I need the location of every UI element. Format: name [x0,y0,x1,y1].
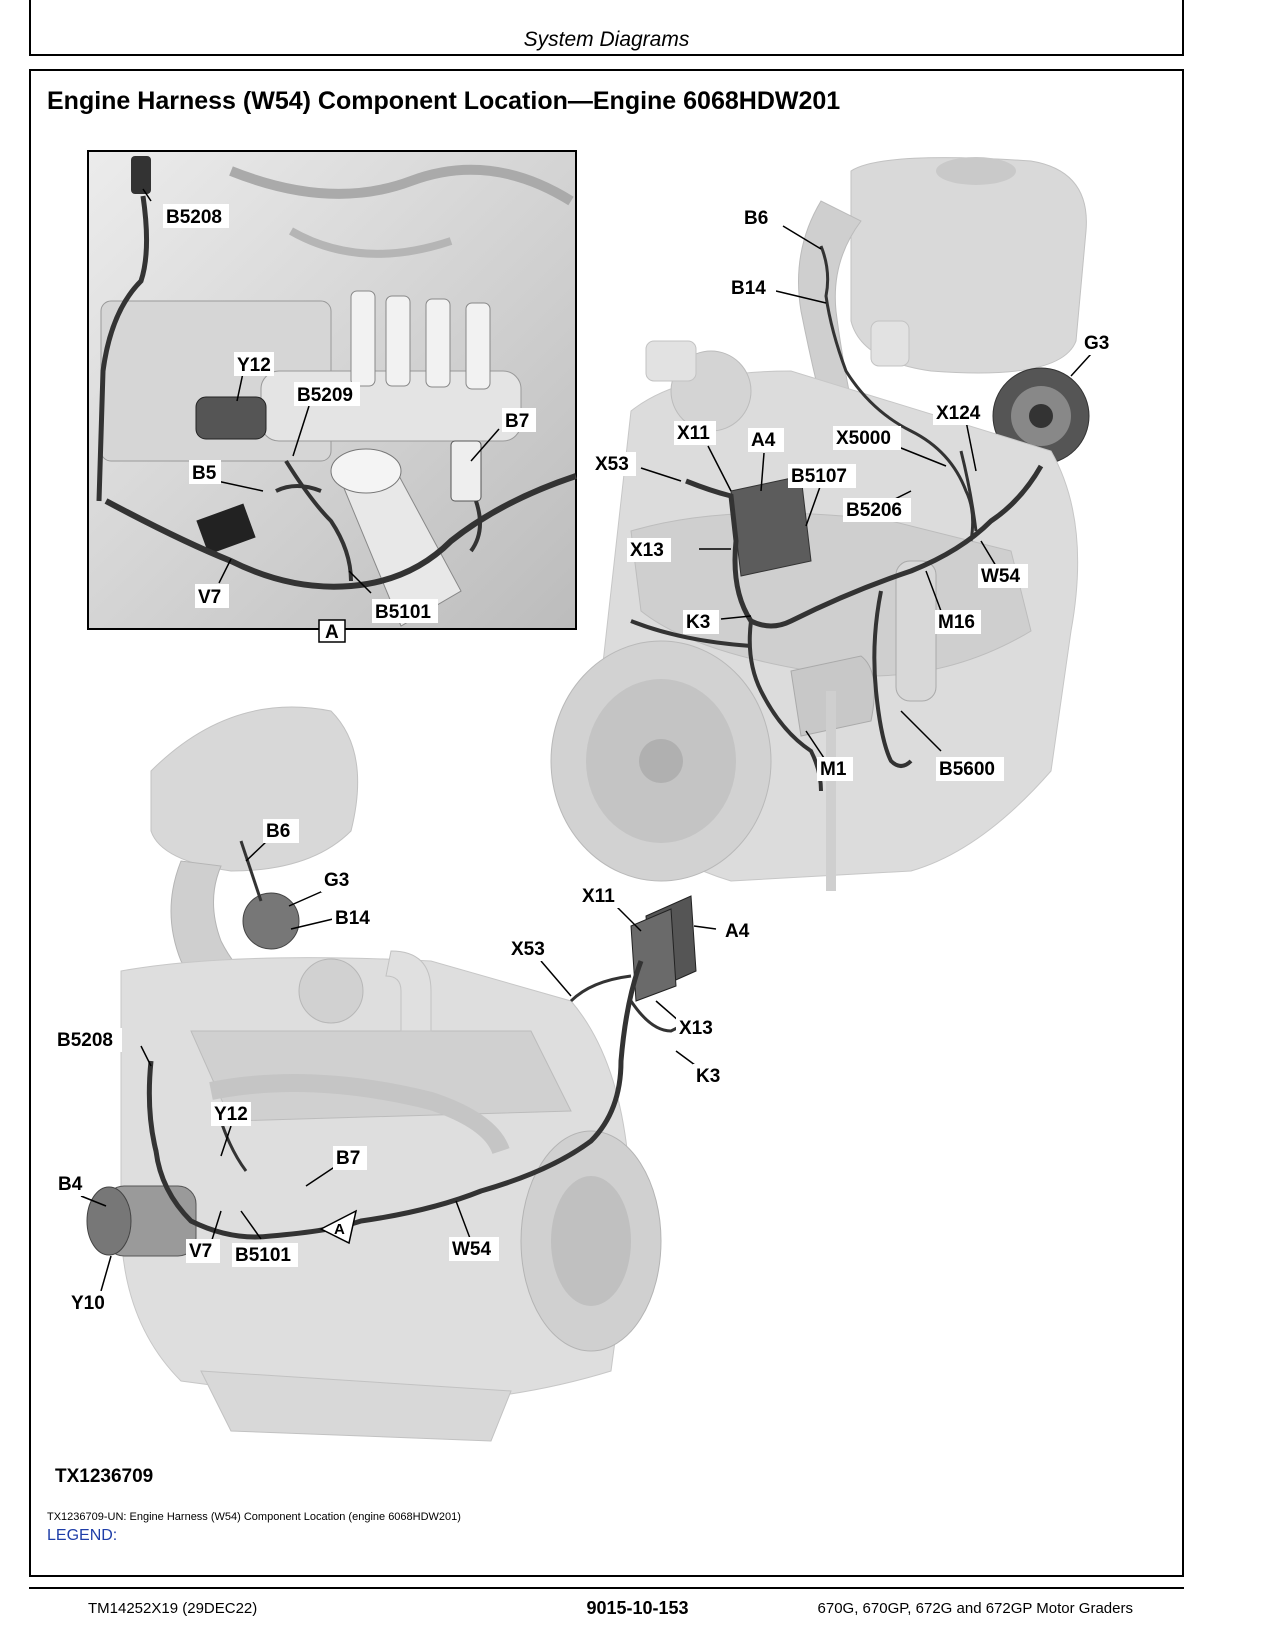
component-location-figure: B5208 Y12 B5209 B7 B5 V7 B5101 A [54,150,1117,1442]
callout-k3: K3 [686,612,710,633]
footer-model-list: 670G, 670GP, 672G and 672GP Motor Grader… [817,1600,1133,1617]
callout-b4: B4 [58,1174,83,1195]
callout-b7: B7 [505,411,529,432]
figure-caption: TX1236709-UN: Engine Harness (W54) Compo… [47,1511,461,1523]
callout-g3: G3 [1084,333,1109,354]
footer-doc-id: TM14252X19 (29DEC22) [88,1600,258,1617]
callout-a4-left: A4 [725,921,750,942]
callout-x53-left: X53 [511,939,545,960]
callout-b5208-left: B5208 [57,1030,113,1051]
callout-b5101-left: B5101 [235,1245,291,1266]
legend-label: LEGEND: [47,1527,118,1544]
detail-view-label: A [325,622,339,643]
callout-y10: Y10 [71,1293,105,1314]
callout-m16: M16 [938,612,975,633]
callout-b5206: B5206 [846,500,902,521]
callout-b6-left: B6 [266,821,290,842]
callout-y12-left: Y12 [214,1104,248,1125]
content-frame: Engine Harness (W54) Component Location—… [29,69,1184,1577]
callout-x13-left: X13 [679,1018,713,1039]
callout-x53: X53 [595,454,629,475]
callout-b6: B6 [744,208,768,229]
footer-rule [29,1587,1184,1589]
callout-b5101: B5101 [375,602,431,623]
callout-w54-left: W54 [452,1239,492,1260]
right-engine-view: B6 B14 G3 X124 X11 A4 X5000 X53 B5107 B5… [550,157,1117,891]
callout-v7: V7 [198,587,221,608]
callout-k3-left: K3 [696,1066,720,1087]
page-title: Engine Harness (W54) Component Location—… [47,87,841,115]
left-engine-view: B6 G3 B14 X11 A4 X53 X13 K3 B5208 Y12 B7… [54,706,758,1442]
callout-m1: M1 [820,759,847,780]
callout-b5208: B5208 [166,207,222,228]
callout-b14-left: B14 [335,908,370,929]
callout-b5600: B5600 [939,759,995,780]
section-title: System Diagrams [523,28,690,51]
callout-y12: Y12 [237,355,271,376]
callout-x13: X13 [630,540,664,561]
callout-b5: B5 [192,463,217,484]
detail-view-a: B5208 Y12 B5209 B7 B5 V7 B5101 A [87,150,577,643]
callout-b14: B14 [731,278,766,299]
callout-b7-left: B7 [336,1148,360,1169]
callout-v7-left: V7 [189,1241,212,1262]
callout-a4: A4 [751,430,776,451]
callout-x11-left: X11 [582,886,615,907]
page-header: System Diagrams [29,0,1184,56]
callout-b5209: B5209 [297,385,353,406]
callout-b5107: B5107 [791,466,847,487]
view-a-marker: A [334,1221,345,1238]
footer-page-number: 9015-10-153 [586,1598,689,1618]
callout-w54: W54 [981,566,1021,587]
callout-x5000: X5000 [836,428,891,449]
callout-g3-left: G3 [324,870,349,891]
callout-x11: X11 [677,423,710,444]
callout-x124: X124 [936,403,981,424]
figure-id: TX1236709 [55,1466,154,1487]
